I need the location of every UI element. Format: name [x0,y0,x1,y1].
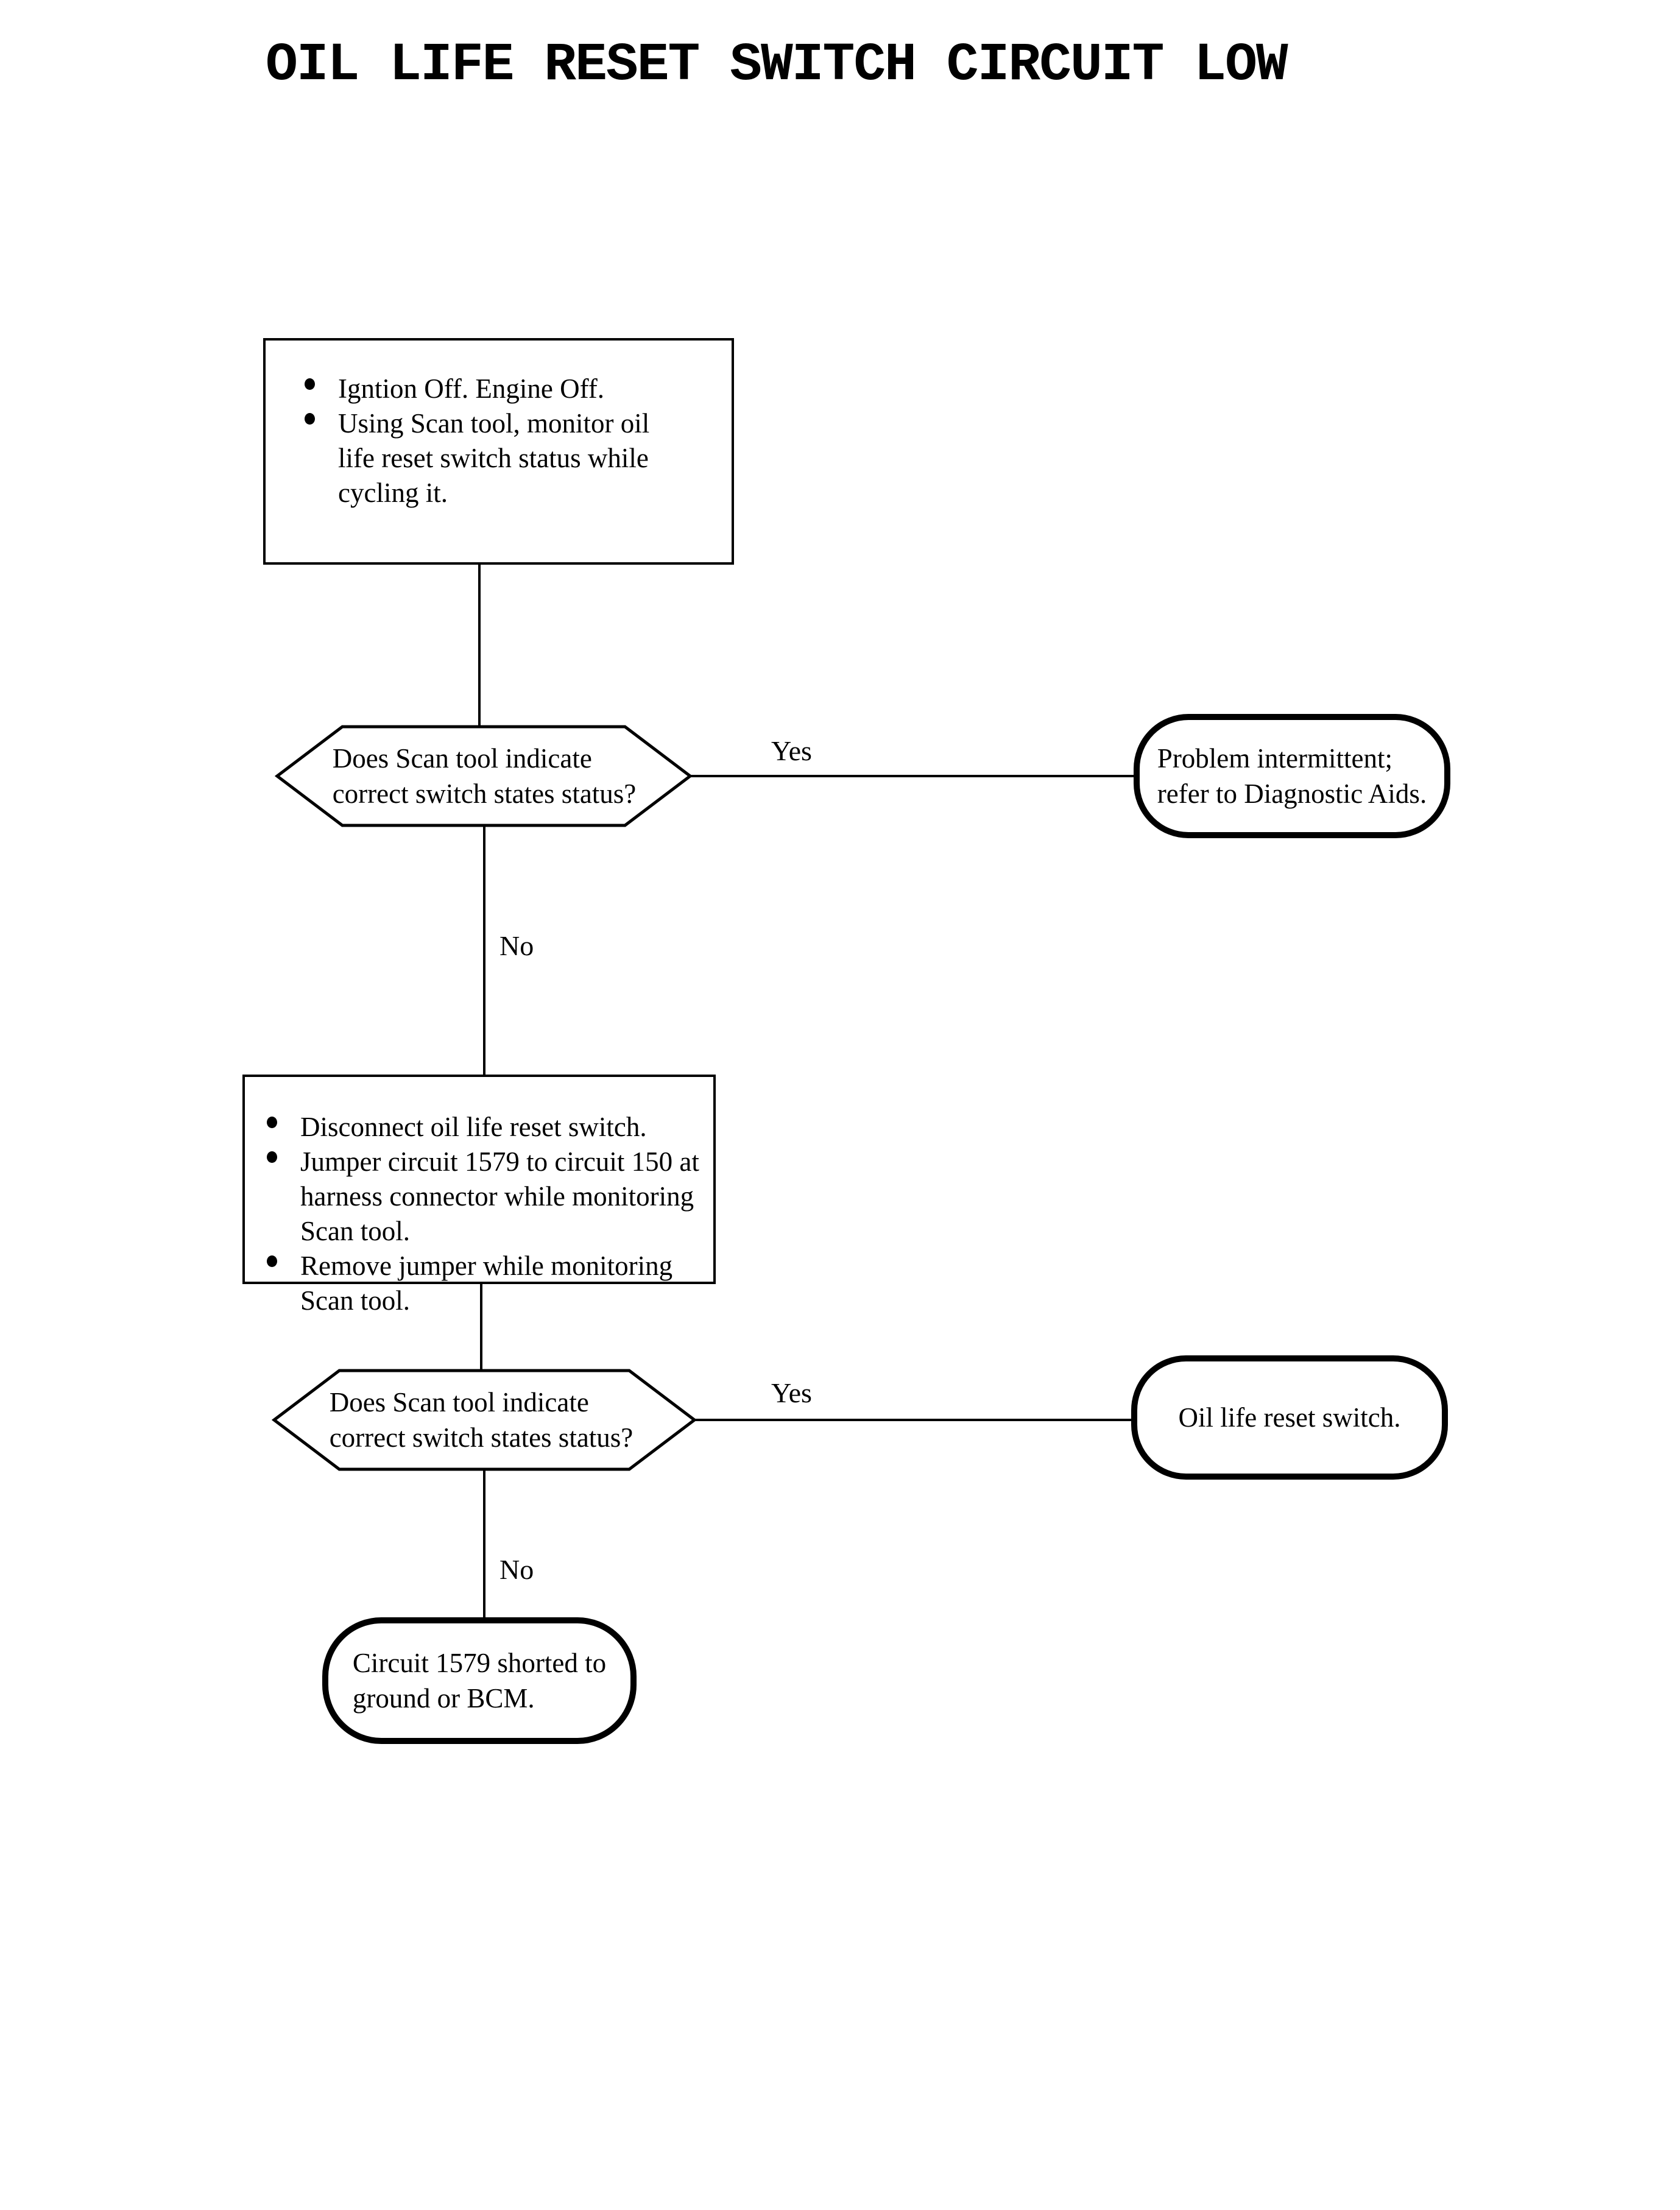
decision1-no-label: No [499,930,534,961]
step2-bullet-1-text: Disconnect oil life reset switch. [300,1112,647,1142]
step2-bullet-2-text: Jumper circuit 1579 to circuit 150 at ha… [300,1146,699,1246]
terminal-circuit-text: Circuit 1579 shorted to ground or BCM. [352,1648,607,1714]
step2-bullet-3: Remove jumper while monitoring Scan tool… [267,1249,718,1318]
step1-bullet-2: Using Scan tool, monitor oil life reset … [305,406,731,510]
step1-instructions: Igntion Off. Engine Off. Using Scan tool… [305,372,731,510]
terminal-intermittent-shape [1134,714,1450,838]
terminal-intermittent-text-box: Problem intermittent; refer to Diagnosti… [1137,717,1447,835]
bullet-icon [267,1151,277,1163]
step2-bullet-2: Jumper circuit 1579 to circuit 150 at ha… [267,1145,718,1249]
step2-box [242,1075,716,1284]
terminal-switch-shape [1131,1355,1448,1480]
step2-instructions: Disconnect oil life reset switch. Jumper… [267,1110,718,1318]
terminal-switch-text-box: Oil life reset switch. [1134,1358,1445,1477]
step1-box [263,338,734,565]
terminal-circuit-text-box: Circuit 1579 shorted to ground or BCM. [325,1620,634,1741]
decision2-hexagon [271,1369,697,1471]
decision1-question-box: Does Scan tool indicate correct switch s… [286,727,682,825]
decision1-yes-label: Yes [771,735,812,766]
step1-bullet-2-text: Using Scan tool, monitor oil life reset … [338,408,650,508]
bullet-icon [267,1117,277,1128]
decision2-yes-label: Yes [771,1377,812,1408]
bullet-icon [305,413,315,425]
bullet-icon [305,378,315,390]
page-title: OIL LIFE RESET SWITCH CIRCUIT LOW [266,35,1288,96]
terminal-circuit-shape [322,1617,637,1744]
decision1-question: Does Scan tool indicate correct switch s… [332,743,637,809]
step1-bullet-1: Igntion Off. Engine Off. [305,372,731,406]
step2-bullet-1: Disconnect oil life reset switch. [267,1110,718,1145]
decision1-hexagon [274,725,693,827]
decision2-no-label: No [499,1554,534,1585]
decision2-question: Does Scan tool indicate correct switch s… [329,1387,634,1453]
bullet-icon [267,1255,277,1267]
terminal-intermittent-text: Problem intermittent; refer to Diagnosti… [1157,743,1427,809]
step1-bullet-1-text: Igntion Off. Engine Off. [338,373,605,404]
terminal-switch-text: Oil life reset switch. [1178,1402,1401,1433]
decision2-question-box: Does Scan tool indicate correct switch s… [283,1371,679,1469]
step2-bullet-3-text: Remove jumper while monitoring Scan tool… [300,1251,673,1316]
